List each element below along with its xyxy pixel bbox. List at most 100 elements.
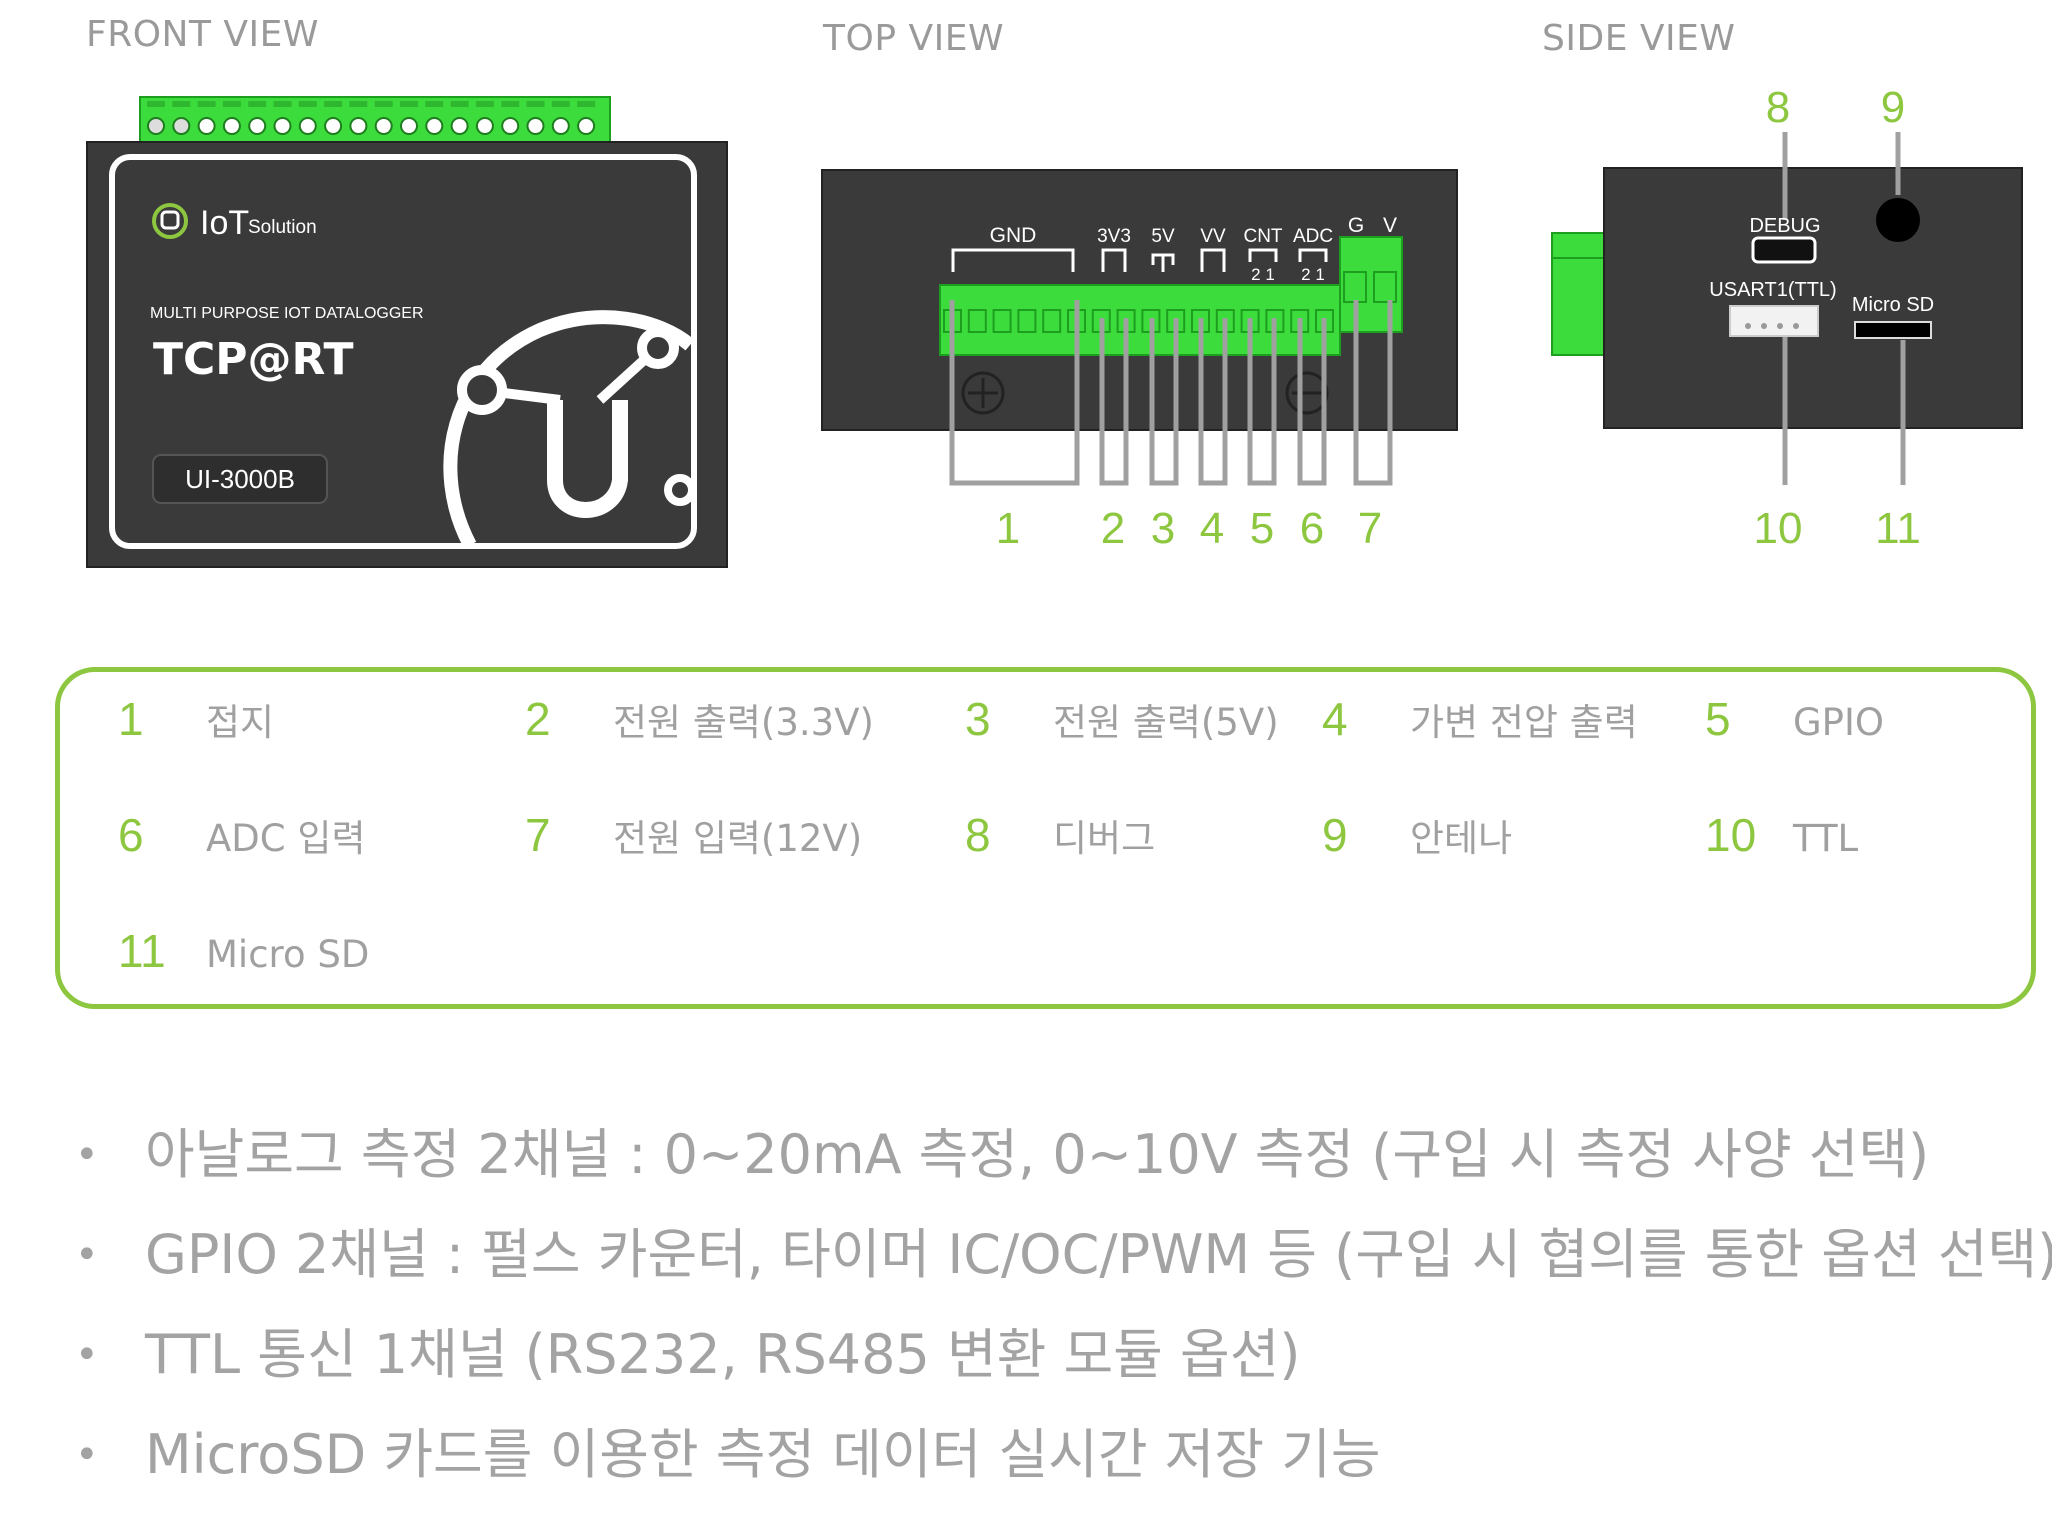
terminal-slot [992, 309, 1012, 333]
terminal-tab [374, 101, 393, 107]
terminal-tab [222, 101, 241, 107]
callout-6: 6 [1300, 504, 1324, 553]
terminal-screw-icon [222, 117, 241, 135]
feature-item: •GPIO 2채널 : 펄스 카운터, 타이머 IC/OC/PWM 등 (구입 … [75, 1205, 2052, 1305]
terminal-tab [425, 101, 444, 107]
antenna-connector-icon [1876, 198, 1920, 242]
side-view-title: SIDE VIEW [1542, 18, 1736, 59]
terminal-tab [349, 101, 368, 107]
terminal-screw-icon [425, 117, 444, 135]
terminal-tab [248, 101, 267, 107]
ttl-port-icon [1729, 305, 1819, 337]
top-leader-lines [949, 300, 1393, 486]
label-v: V [1383, 214, 1397, 237]
model-badge [152, 454, 328, 504]
legend-number: 2 [525, 693, 551, 745]
legend-box [55, 667, 2036, 1009]
power-terminal-slot [1373, 271, 1397, 303]
top-pin-brackets [951, 248, 1328, 272]
terminal-tab [551, 101, 570, 107]
terminal-slot [1017, 309, 1037, 333]
callout-4: 4 [1200, 504, 1224, 553]
legend-label: 전원 출력(3.3V) [613, 701, 874, 744]
terminal-screw-icon [172, 117, 191, 135]
feature-item: • MicroSD 카드를 이용한 측정 데이터 실시간 저장 기능 [75, 1405, 2035, 1505]
terminal-screw-icon [475, 117, 494, 135]
legend-label: Micro SD [206, 933, 370, 976]
side-terminal [1551, 232, 1605, 356]
terminal-tab [400, 101, 418, 107]
feature-text: 아날로그 측정 2채널 : 0~20mA 측정, 0~10V 측정 (구입 시 … [145, 1123, 1930, 1186]
terminal-screw-icon [577, 117, 596, 135]
legend-label: 전원 출력(5V) [1053, 701, 1279, 744]
label-g: G [1348, 214, 1364, 237]
legend-number: 7 [525, 809, 551, 861]
legend-label: TTL [1793, 817, 1859, 860]
terminal-tab [172, 101, 191, 107]
terminal-tab [324, 101, 343, 107]
callout-9: 9 [1881, 83, 1905, 132]
microsd-slot-icon [1854, 321, 1932, 339]
terminal-tab [147, 101, 165, 107]
legend-label: 전원 입력(12V) [613, 817, 863, 860]
terminal-tab [298, 101, 317, 107]
terminal-tab [475, 101, 494, 107]
label-adc-pins: 2 1 [1301, 265, 1325, 284]
label-5v: 5V [1151, 226, 1175, 247]
label-vv: VV [1200, 226, 1226, 247]
legend-number: 10 [1705, 809, 1757, 861]
legend-item-2: 2 전원 출력(3.3V) [525, 692, 874, 746]
bullet-dot-icon: • [75, 1132, 99, 1178]
top-mount-screw-left-icon [961, 371, 1005, 415]
microsd-label: Micro SD [1852, 294, 1934, 316]
device-name: TCP@RT [153, 334, 353, 385]
legend-number: 1 [118, 693, 144, 745]
label-adc: ADC [1293, 226, 1333, 247]
bullet-dot-icon: • [75, 1332, 99, 1378]
callout-numbers: 1 2 3 4 5 6 7 8 9 10 11 [996, 83, 1921, 553]
side-leader-lines [1782, 132, 1906, 485]
debug-port-icon [1751, 236, 1817, 264]
legend-item-10: 10 TTL [1705, 808, 1858, 862]
terminal-screw-icon [273, 117, 292, 135]
bullet-dot-icon: • [75, 1432, 99, 1478]
terminal-tab [501, 101, 520, 107]
terminal-slot [967, 309, 987, 333]
legend-label: 안테나 [1410, 817, 1513, 860]
legend-number: 8 [965, 809, 991, 861]
legend-label: 접지 [206, 701, 275, 744]
terminal-screw-icon [298, 117, 317, 135]
logo-brand-text: IoT [200, 204, 249, 242]
terminal-screw-icon [551, 117, 570, 135]
feature-list: • 아날로그 측정 2채널 : 0~20mA 측정, 0~10V 측정 (구입 시… [75, 1105, 2052, 1505]
legend-item-7: 7 전원 입력(12V) [525, 808, 862, 862]
iot-logo-icon [152, 203, 188, 239]
emblem-icon [443, 310, 696, 549]
terminal-tab [526, 101, 545, 107]
feature-item: •TTL 통신 1채널 (RS232, RS485 변환 모듈 옵션) [75, 1305, 2035, 1405]
legend-label: 디버그 [1053, 817, 1156, 860]
usart-label: USART1(TTL) [1709, 279, 1836, 301]
terminal-screw-icon [248, 117, 267, 135]
legend-item-8: 8 디버그 [965, 808, 1155, 862]
top-view: GND 3V3 5V VV CNT ADC 2 1 2 1 G V [821, 169, 1458, 486]
callout-8: 8 [1766, 83, 1790, 132]
feature-text: MicroSD 카드를 이용한 측정 데이터 실시간 저장 기능 [145, 1423, 1381, 1486]
terminal-screw-icon [400, 117, 418, 135]
top-mount-screw-right-icon [1285, 371, 1329, 415]
front-view-title: FRONT VIEW [86, 14, 320, 55]
front-panel-border [109, 154, 697, 549]
terminal-screw-icon [501, 117, 520, 135]
debug-label: DEBUG [1749, 215, 1820, 237]
callout-7: 7 [1358, 504, 1382, 553]
bullet-dot-icon: • [75, 1232, 99, 1278]
legend-number: 11 [118, 925, 166, 977]
top-terminal-block [939, 284, 1341, 356]
label-gnd: GND [990, 224, 1037, 247]
legend-label: 가변 전압 출력 [1410, 701, 1638, 744]
